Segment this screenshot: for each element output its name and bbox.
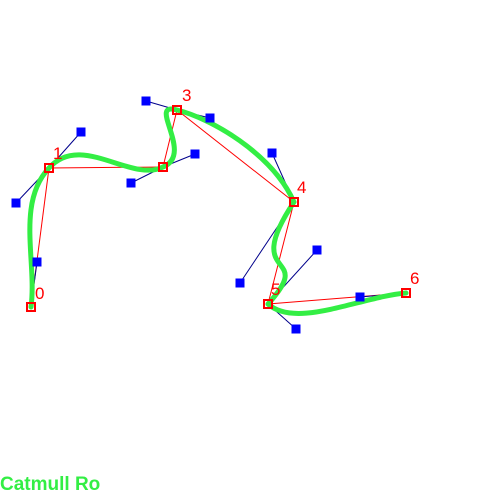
control-point-label: 0 — [35, 284, 44, 303]
tangent-handle[interactable] — [190, 149, 200, 159]
tangent-lines-layer — [15, 100, 407, 330]
tangent-handle[interactable] — [76, 127, 86, 137]
control-polygon-segment — [267, 201, 295, 305]
control-point-label: 4 — [297, 178, 306, 197]
control-polygon-segment — [48, 166, 164, 169]
control-polygon-layer — [30, 109, 407, 308]
control-point-label: 1 — [53, 144, 62, 163]
tangent-handle[interactable] — [291, 324, 301, 334]
control-point-4[interactable] — [289, 197, 299, 207]
control-point-label: 5 — [271, 280, 280, 299]
tangent-handle[interactable] — [267, 148, 277, 158]
tangent-handle[interactable] — [32, 257, 42, 267]
control-point-label: 6 — [410, 269, 419, 288]
curve-layer — [27, 106, 409, 316]
tangent-handle[interactable] — [141, 96, 151, 106]
tangent-handle[interactable] — [235, 278, 245, 288]
tangent-handle[interactable] — [11, 198, 21, 208]
control-point-3[interactable] — [172, 105, 182, 115]
tangent-handle[interactable] — [355, 292, 365, 302]
mode-label: Catmull Ro — [0, 474, 101, 495]
control-point-0[interactable] — [26, 302, 36, 312]
tangent-handles-layer[interactable] — [11, 96, 365, 334]
control-point-label: 3 — [182, 86, 191, 105]
point-labels-layer: 0 1 3 4 5 6 — [35, 86, 419, 303]
control-polygon-segment — [176, 109, 295, 203]
control-point-5[interactable] — [263, 299, 273, 309]
control-polygon-segment — [162, 109, 178, 168]
control-points-layer[interactable] — [26, 105, 411, 312]
control-point-6[interactable] — [401, 288, 411, 298]
tangent-handle[interactable] — [126, 178, 136, 188]
tangent-handle[interactable] — [312, 245, 322, 255]
spline-curve — [27, 106, 409, 316]
control-point-1[interactable] — [44, 163, 54, 173]
tangent-handle[interactable] — [205, 113, 215, 123]
control-point-2[interactable] — [158, 162, 168, 172]
